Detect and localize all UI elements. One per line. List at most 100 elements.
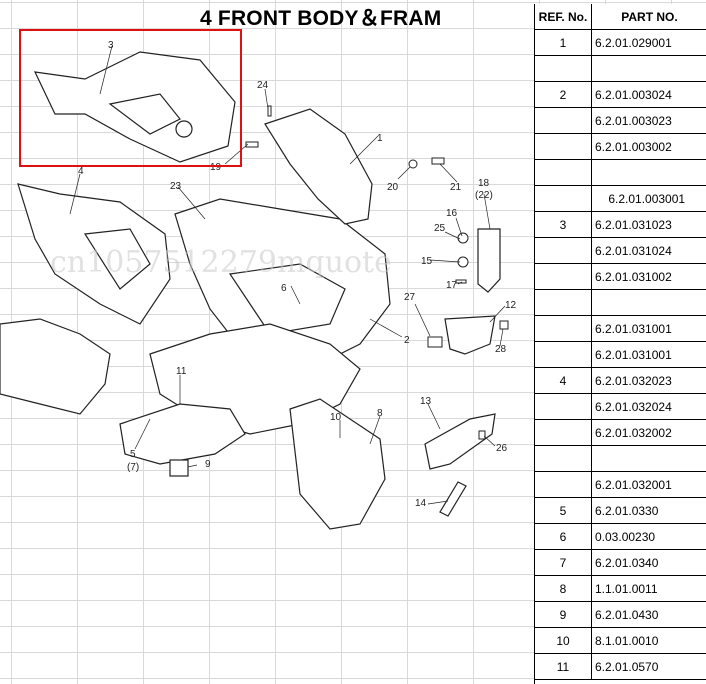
table-header: REF. No. PART NO. — [535, 4, 706, 30]
callout-5: 5 — [130, 449, 136, 460]
part-cell: 6.2.01.032001 — [595, 478, 672, 492]
callout-9: 9 — [205, 459, 211, 470]
highlight-box — [19, 29, 242, 167]
ref-cell: 6 — [535, 524, 592, 550]
ref-cell — [535, 394, 592, 420]
ref-cell: 4 — [535, 368, 592, 394]
part-cell — [592, 56, 706, 82]
table-row: 6.2.01.032002 — [535, 420, 706, 446]
part-cell: 8.1.01.0010 — [595, 634, 659, 648]
callout-13: 13 — [420, 396, 432, 407]
callout-2: 2 — [404, 335, 410, 346]
callout-21: 21 — [450, 182, 462, 193]
ref-cell — [535, 290, 592, 316]
table-row: 6.2.01.003002 — [535, 134, 706, 160]
callout-labels: 3 24 1 19 4 23 20 21 18 (22) 16 25 15 17… — [78, 40, 517, 509]
table-row: 6.2.01.031002 — [535, 264, 706, 290]
ref-cell — [535, 186, 592, 212]
table-row: 6.2.01.031001 — [535, 316, 706, 342]
table-row: 6.2.01.031024 — [535, 238, 706, 264]
part-cell — [592, 290, 706, 316]
table-row: 6.2.01.003001 — [535, 186, 706, 212]
callout-28: 28 — [495, 344, 507, 355]
part-cell: 6.2.01.031001 — [595, 322, 672, 336]
part-14-strip — [439, 481, 467, 517]
part-cell: 6.2.01.032024 — [595, 400, 672, 414]
ref-cell: 10 — [535, 628, 592, 654]
callout-23: 23 — [170, 181, 182, 192]
part-cell: 1.1.01.0011 — [595, 582, 658, 596]
ref-cell: 5 — [535, 498, 592, 524]
part-small-fasteners — [245, 105, 509, 440]
ref-cell — [535, 264, 592, 290]
ref-cell — [535, 56, 592, 82]
callout-12: 12 — [505, 300, 517, 311]
part-cell: 6.2.01.0330 — [595, 504, 659, 518]
table-row — [535, 290, 706, 316]
callout-8: 8 — [377, 408, 383, 419]
watermark: cn1057512279mquote — [50, 245, 392, 280]
part-9-block — [169, 459, 189, 477]
ref-cell: 7 — [535, 550, 592, 576]
ref-cell — [535, 238, 592, 264]
header-ref: REF. No. — [535, 4, 592, 30]
callout-22: (22) — [475, 190, 493, 201]
part-cell: 6.2.01.0340 — [595, 556, 659, 570]
ref-cell — [535, 134, 592, 160]
exploded-parts-diagram: 3 24 1 19 4 23 20 21 18 (22) 16 25 15 17… — [0, 40, 517, 530]
part-18-bracket — [477, 228, 501, 293]
table-row: 6.2.01.032001 — [535, 472, 706, 498]
part-cell: 6.2.01.003001 — [595, 192, 686, 206]
part-4-panel — [17, 183, 171, 325]
part-5-lower-panel — [119, 403, 246, 465]
ref-cell: 9 — [535, 602, 592, 628]
part-cell: 6.2.01.032023 — [595, 374, 672, 388]
callout-18: 18 — [478, 178, 490, 189]
callout-24: 24 — [257, 80, 269, 91]
ref-cell: 2 — [535, 82, 592, 108]
ref-cell — [535, 446, 592, 472]
ref-cell: 8 — [535, 576, 592, 602]
callout-27: 27 — [404, 292, 416, 303]
part-cell: 6.2.01.031024 — [595, 244, 672, 258]
ref-cell — [535, 160, 592, 186]
table-row: 6.2.01.032024 — [535, 394, 706, 420]
ref-cell: 1 — [535, 30, 592, 56]
callout-7: (7) — [127, 462, 139, 473]
table-row — [535, 446, 706, 472]
ref-cell — [535, 108, 592, 134]
part-cell: 6.2.01.029001 — [595, 36, 672, 50]
table-row: 6.2.01.031001 — [535, 342, 706, 368]
part-1-front-fender — [264, 108, 373, 225]
ref-cell — [535, 316, 592, 342]
ref-cell — [535, 472, 592, 498]
callout-19: 19 — [210, 162, 222, 173]
part-cell: 6.2.01.003002 — [595, 140, 672, 154]
table-row — [535, 56, 706, 82]
callout-20: 20 — [387, 182, 399, 193]
page-title: 4 FRONT BODY＆FRAM — [200, 7, 442, 30]
callout-15: 15 — [421, 256, 433, 267]
callout-26: 26 — [496, 443, 508, 454]
part-cell: 6.2.01.003024 — [595, 88, 672, 102]
ref-cell: 3 — [535, 212, 592, 238]
part-cell: 6.2.01.0570 — [595, 660, 659, 674]
part-cell — [592, 446, 706, 472]
part-cell: 6.2.01.031002 — [595, 270, 672, 284]
ref-cell: 11 — [535, 654, 592, 680]
part-cell: 6.2.01.003023 — [595, 114, 672, 128]
part-12-bracket — [444, 315, 496, 355]
part-cell: 6.2.01.032002 — [595, 426, 672, 440]
callout-6: 6 — [281, 283, 287, 294]
